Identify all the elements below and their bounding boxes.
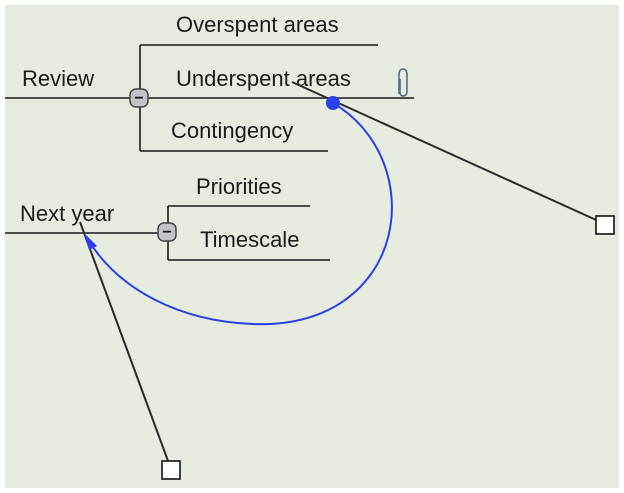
review-collapse-button[interactable]: − <box>129 88 149 108</box>
paperclip-icon[interactable] <box>398 68 408 97</box>
subtopic-underspent-label[interactable]: Underspent areas <box>176 66 351 91</box>
relationship-curve[interactable] <box>86 102 393 326</box>
topic-next-year-label[interactable]: Next year <box>20 201 114 226</box>
subtopic-priorities[interactable]: Priorities <box>168 174 310 207</box>
relationship-start-handle-line <box>291 81 606 225</box>
review-collapse-symbol: − <box>134 90 143 107</box>
topic-review-label[interactable]: Review <box>22 66 94 91</box>
next-year-collapse-symbol: − <box>162 224 171 241</box>
subtopic-contingency-label[interactable]: Contingency <box>171 118 293 143</box>
subtopic-underspent-areas[interactable]: Underspent areas <box>140 66 414 99</box>
subtopic-timescale[interactable]: Timescale <box>168 227 330 261</box>
subtopic-overspent-label[interactable]: Overspent areas <box>176 12 339 37</box>
subtopic-contingency[interactable]: Contingency <box>140 118 328 152</box>
topic-next-year[interactable]: Next year <box>5 201 168 234</box>
relationship-control-handle-end[interactable] <box>161 460 181 480</box>
next-year-collapse-button[interactable]: − <box>157 222 177 242</box>
relationship-end-handle-line <box>79 221 172 470</box>
subtopic-overspent-areas[interactable]: Overspent areas <box>140 12 378 46</box>
relationship-arrowhead <box>84 233 97 250</box>
subtopic-timescale-label[interactable]: Timescale <box>200 227 299 252</box>
map-background <box>5 5 619 488</box>
relationship-start-point[interactable] <box>326 96 340 110</box>
topic-review[interactable]: Review <box>5 66 140 99</box>
relationship-control-handle-start[interactable] <box>595 215 615 235</box>
subtopic-priorities-label[interactable]: Priorities <box>196 174 282 199</box>
